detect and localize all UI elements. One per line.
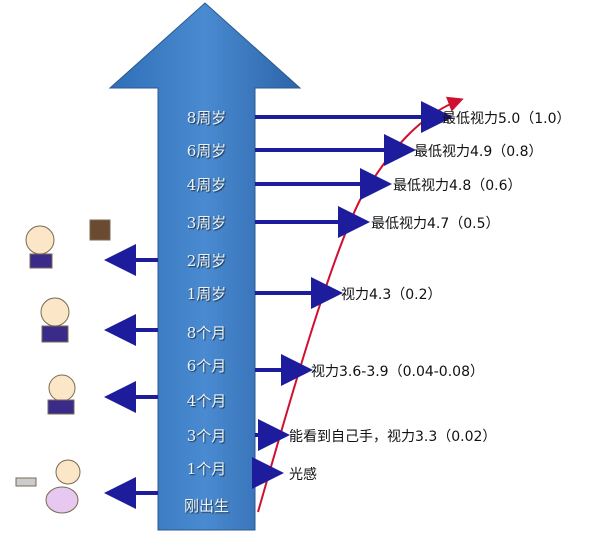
- milestone-text: 能看到自己手，视力3.3（0.02）: [289, 429, 497, 445]
- age-label: 4个月: [186, 392, 227, 410]
- baby-walking-icon: [25, 219, 111, 269]
- age-label: 2周岁: [186, 252, 227, 270]
- age-label: 8个月: [186, 324, 227, 342]
- age-label: 1周岁: [186, 285, 227, 303]
- age-label: 8周岁: [186, 109, 227, 127]
- age-label: 3周岁: [186, 214, 227, 232]
- milestone-text: 视力4.3（0.2）: [341, 287, 442, 303]
- milestone-text: 最低视力4.8（0.6）: [393, 178, 522, 194]
- milestone-text: 光感: [289, 467, 317, 483]
- newborn-icon: [15, 459, 81, 514]
- age-label: 1个月: [186, 460, 227, 478]
- baby-icons: [15, 219, 111, 514]
- age-label: 6个月: [186, 357, 227, 375]
- age-label: 3个月: [186, 427, 227, 445]
- milestone-text: 最低视力4.9（0.8）: [414, 144, 543, 160]
- milestone-text: 视力3.6-3.9（0.04-0.08）: [311, 364, 484, 380]
- age-label: 刚出生: [183, 497, 229, 515]
- age-label: 6周岁: [186, 142, 227, 160]
- age-label: 4周岁: [186, 176, 227, 194]
- baby-sitting-icon: [40, 297, 70, 343]
- vision-curve: [257, 96, 464, 513]
- milestone-text: 最低视力5.0（1.0）: [442, 111, 571, 127]
- baby-reaching-icon: [47, 374, 76, 415]
- milestone-text: 最低视力4.7（0.5）: [371, 216, 500, 232]
- growth-arrow: [108, 2, 302, 531]
